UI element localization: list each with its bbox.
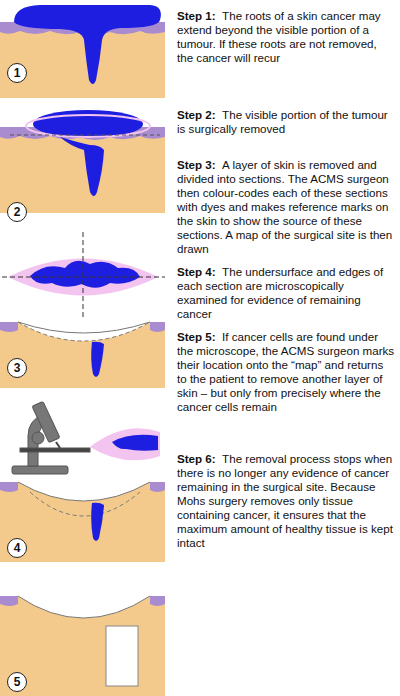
callout-circle: 3 (7, 358, 27, 378)
callout-circle: 1 (7, 63, 27, 83)
panel-2 (0, 110, 165, 213)
callout-number: 5 (14, 676, 21, 688)
callout-circle: 2 (7, 202, 27, 222)
step-heading: Step 3: (177, 158, 216, 171)
callout-circle: 5 (7, 672, 27, 692)
step-body: A layer of skin is removed and divided i… (177, 158, 392, 255)
callout-number: 3 (14, 362, 21, 374)
step-heading: Step 5: (177, 330, 216, 343)
callout-circle: 4 (7, 538, 27, 558)
step-text: Step 6: The removal process stops when t… (177, 452, 396, 550)
step-text: Step 3: A layer of skin is removed and d… (177, 158, 396, 256)
step-text: Step 4: The undersurface and edges of ea… (177, 265, 396, 321)
step-text: Step 5: If cancer cells are found under … (177, 330, 396, 414)
step-heading: Step 4: (177, 265, 216, 278)
panel-4 (0, 401, 165, 562)
callout-number: 4 (14, 542, 21, 554)
panel-1 (0, 5, 165, 98)
step-text: Step 1: The roots of a skin cancer may e… (177, 9, 396, 65)
step-heading: Step 2: (177, 108, 216, 121)
microscope (12, 401, 90, 474)
callout-number: 1 (14, 67, 21, 79)
step-heading: Step 1: (177, 9, 216, 22)
step-body: The removal process stops when there is … (177, 452, 393, 549)
panel-5 (0, 596, 165, 696)
step-heading: Step 6: (177, 452, 216, 465)
step-text: Step 2: The visible portion of the tumou… (177, 108, 396, 136)
callout-number: 2 (14, 206, 21, 218)
panel-3 (0, 232, 165, 388)
